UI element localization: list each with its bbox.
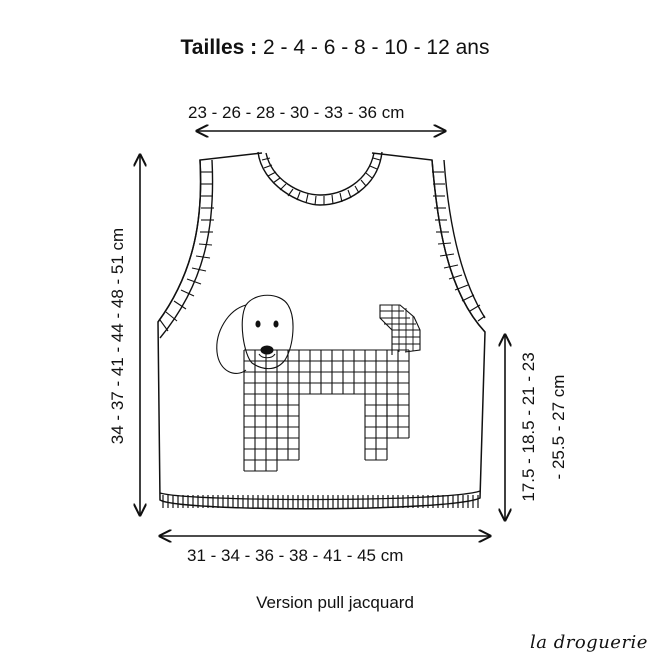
page-title: Tailles : 2 - 4 - 6 - 8 - 10 - 12 ans xyxy=(0,36,670,60)
left-armhole-ribbing xyxy=(157,159,214,339)
title-label: Tailles : xyxy=(180,36,258,59)
neck-ribbing xyxy=(257,151,383,206)
height-label: 34 - 37 - 41 - 44 - 48 - 51 cm xyxy=(108,227,127,445)
dog-eye-right xyxy=(273,320,279,328)
title-sizes: 2 - 4 - 6 - 8 - 10 - 12 ans xyxy=(263,36,490,59)
bottom-width-label: 31 - 34 - 36 - 38 - 41 - 45 cm xyxy=(187,546,404,565)
dog-grid xyxy=(243,349,410,472)
vest-outline xyxy=(157,152,486,510)
armhole-label-line1: 17.5 - 18.5 - 21 - 23 xyxy=(519,352,538,502)
right-armhole-ribbing xyxy=(431,159,486,333)
brand-logo: la droguerie xyxy=(530,632,648,653)
dog-motif xyxy=(216,294,421,472)
armhole-label-line2: - 25.5 - 27 cm xyxy=(549,374,568,480)
top-width-label: 23 - 26 - 28 - 30 - 33 - 36 cm xyxy=(188,103,405,122)
dog-tail xyxy=(379,304,421,355)
dog-eye-left xyxy=(255,320,261,328)
caption: Version pull jacquard xyxy=(256,593,414,612)
dog-ear xyxy=(216,304,247,374)
bottom-ribbing xyxy=(159,490,481,508)
